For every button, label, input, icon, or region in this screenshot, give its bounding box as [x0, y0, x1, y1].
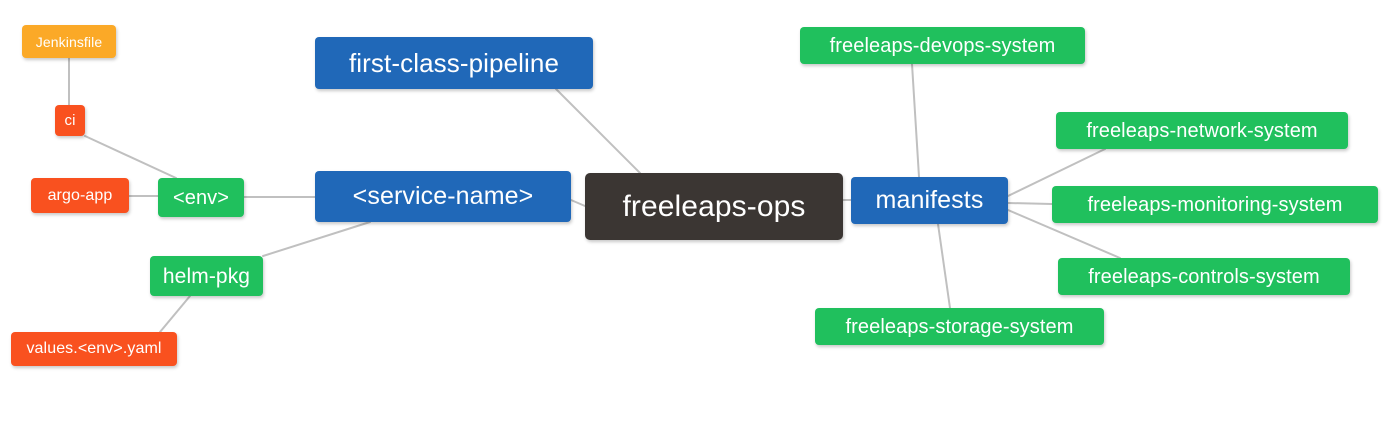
mindmap-node-first-class-pipeline[interactable]: first-class-pipeline [315, 37, 593, 89]
mindmap-node-env[interactable]: <env> [158, 178, 244, 217]
edge-service-name-to-freeleaps-ops [570, 199, 586, 207]
mindmap-node-freeleaps-ops[interactable]: freeleaps-ops [585, 173, 843, 240]
mindmap-node-freeleaps-devops-system[interactable]: freeleaps-devops-system [800, 27, 1085, 64]
edge-first-class-pipeline-to-freeleaps-ops [555, 88, 641, 174]
mindmap-node-helm-pkg[interactable]: helm-pkg [150, 256, 263, 296]
edge-manifests-to-freeleaps-storage-system [937, 223, 951, 309]
mindmap-node-freeleaps-monitoring-system[interactable]: freeleaps-monitoring-system [1052, 186, 1378, 223]
edge-ci-to-env [84, 135, 177, 179]
mindmap-node-jenkinsfile[interactable]: Jenkinsfile [22, 25, 116, 58]
mindmap-node-freeleaps-controls-system[interactable]: freeleaps-controls-system [1058, 258, 1350, 295]
edge-helm-pkg-to-service-name [262, 221, 371, 257]
mindmap-node-freeleaps-network-system[interactable]: freeleaps-network-system [1056, 112, 1348, 149]
edge-manifests-to-freeleaps-monitoring-system [1007, 202, 1053, 205]
mindmap-node-ci[interactable]: ci [55, 105, 85, 136]
edge-values-env-yaml-to-helm-pkg [159, 295, 191, 333]
edge-manifests-to-freeleaps-devops-system [911, 63, 920, 178]
mindmap-node-manifests[interactable]: manifests [851, 177, 1008, 224]
mindmap-node-values-env-yaml[interactable]: values.<env>.yaml [11, 332, 177, 366]
mindmap-node-freeleaps-storage-system[interactable]: freeleaps-storage-system [815, 308, 1104, 345]
mindmap-node-argo-app[interactable]: argo-app [31, 178, 129, 213]
mindmap-node-service-name[interactable]: <service-name> [315, 171, 571, 222]
